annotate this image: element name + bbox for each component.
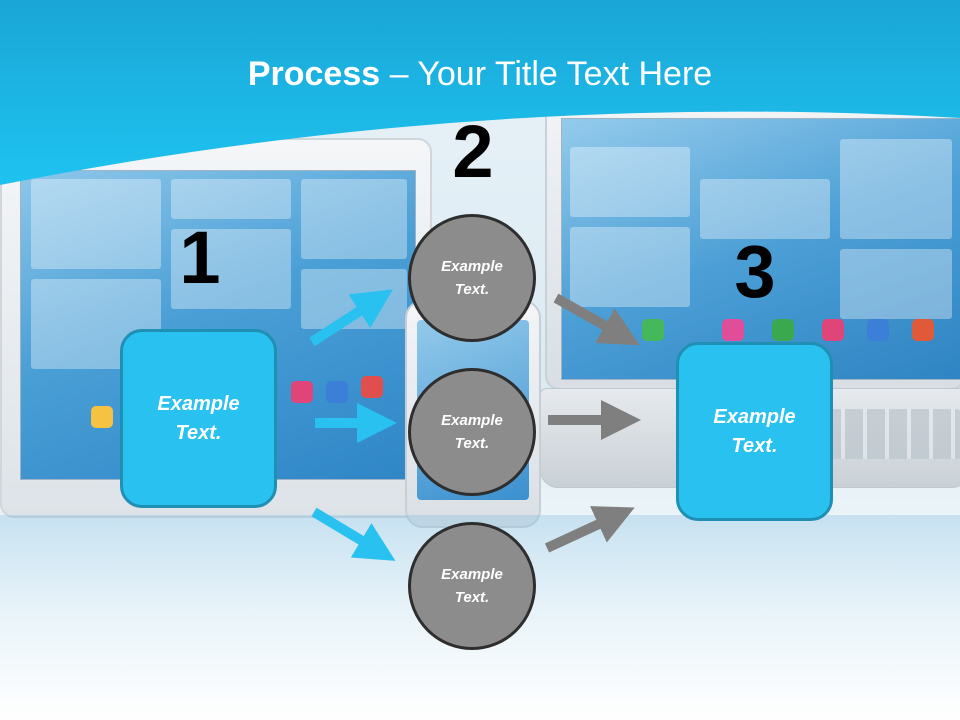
step-number-3: 3 <box>734 230 776 313</box>
arrow-left-to-bottom <box>311 507 396 561</box>
step-3-box-text: Example Text. <box>713 405 796 457</box>
circle-text: Example Text. <box>441 412 503 452</box>
circle-text: Example Text. <box>441 566 503 606</box>
step-3-box: Example Text. <box>676 342 833 521</box>
arrow-left-to-top <box>309 289 393 347</box>
title-bold: Process <box>247 55 381 93</box>
step-1-box: Example Text. <box>120 329 277 508</box>
step-number-1: 1 <box>179 216 221 299</box>
header-band <box>0 0 960 185</box>
step-number-2: 2 <box>452 110 494 193</box>
slide-title: Process – Your Title Text Here <box>0 52 960 96</box>
step-2-circle-bottom: Example Text. <box>408 522 536 650</box>
step-2-circle-top: Example Text. <box>408 214 536 342</box>
step-1-box-text: Example Text. <box>157 392 240 444</box>
arrow-top-to-right <box>553 293 640 346</box>
arrow-bottom-to-right <box>544 506 635 553</box>
laptop-device-image <box>545 100 960 390</box>
laptop-screen <box>561 118 960 380</box>
title-rest: – Your Title Text Here <box>380 55 713 93</box>
circle-text: Example Text. <box>441 258 503 298</box>
step-2-circle-middle: Example Text. <box>408 368 536 496</box>
